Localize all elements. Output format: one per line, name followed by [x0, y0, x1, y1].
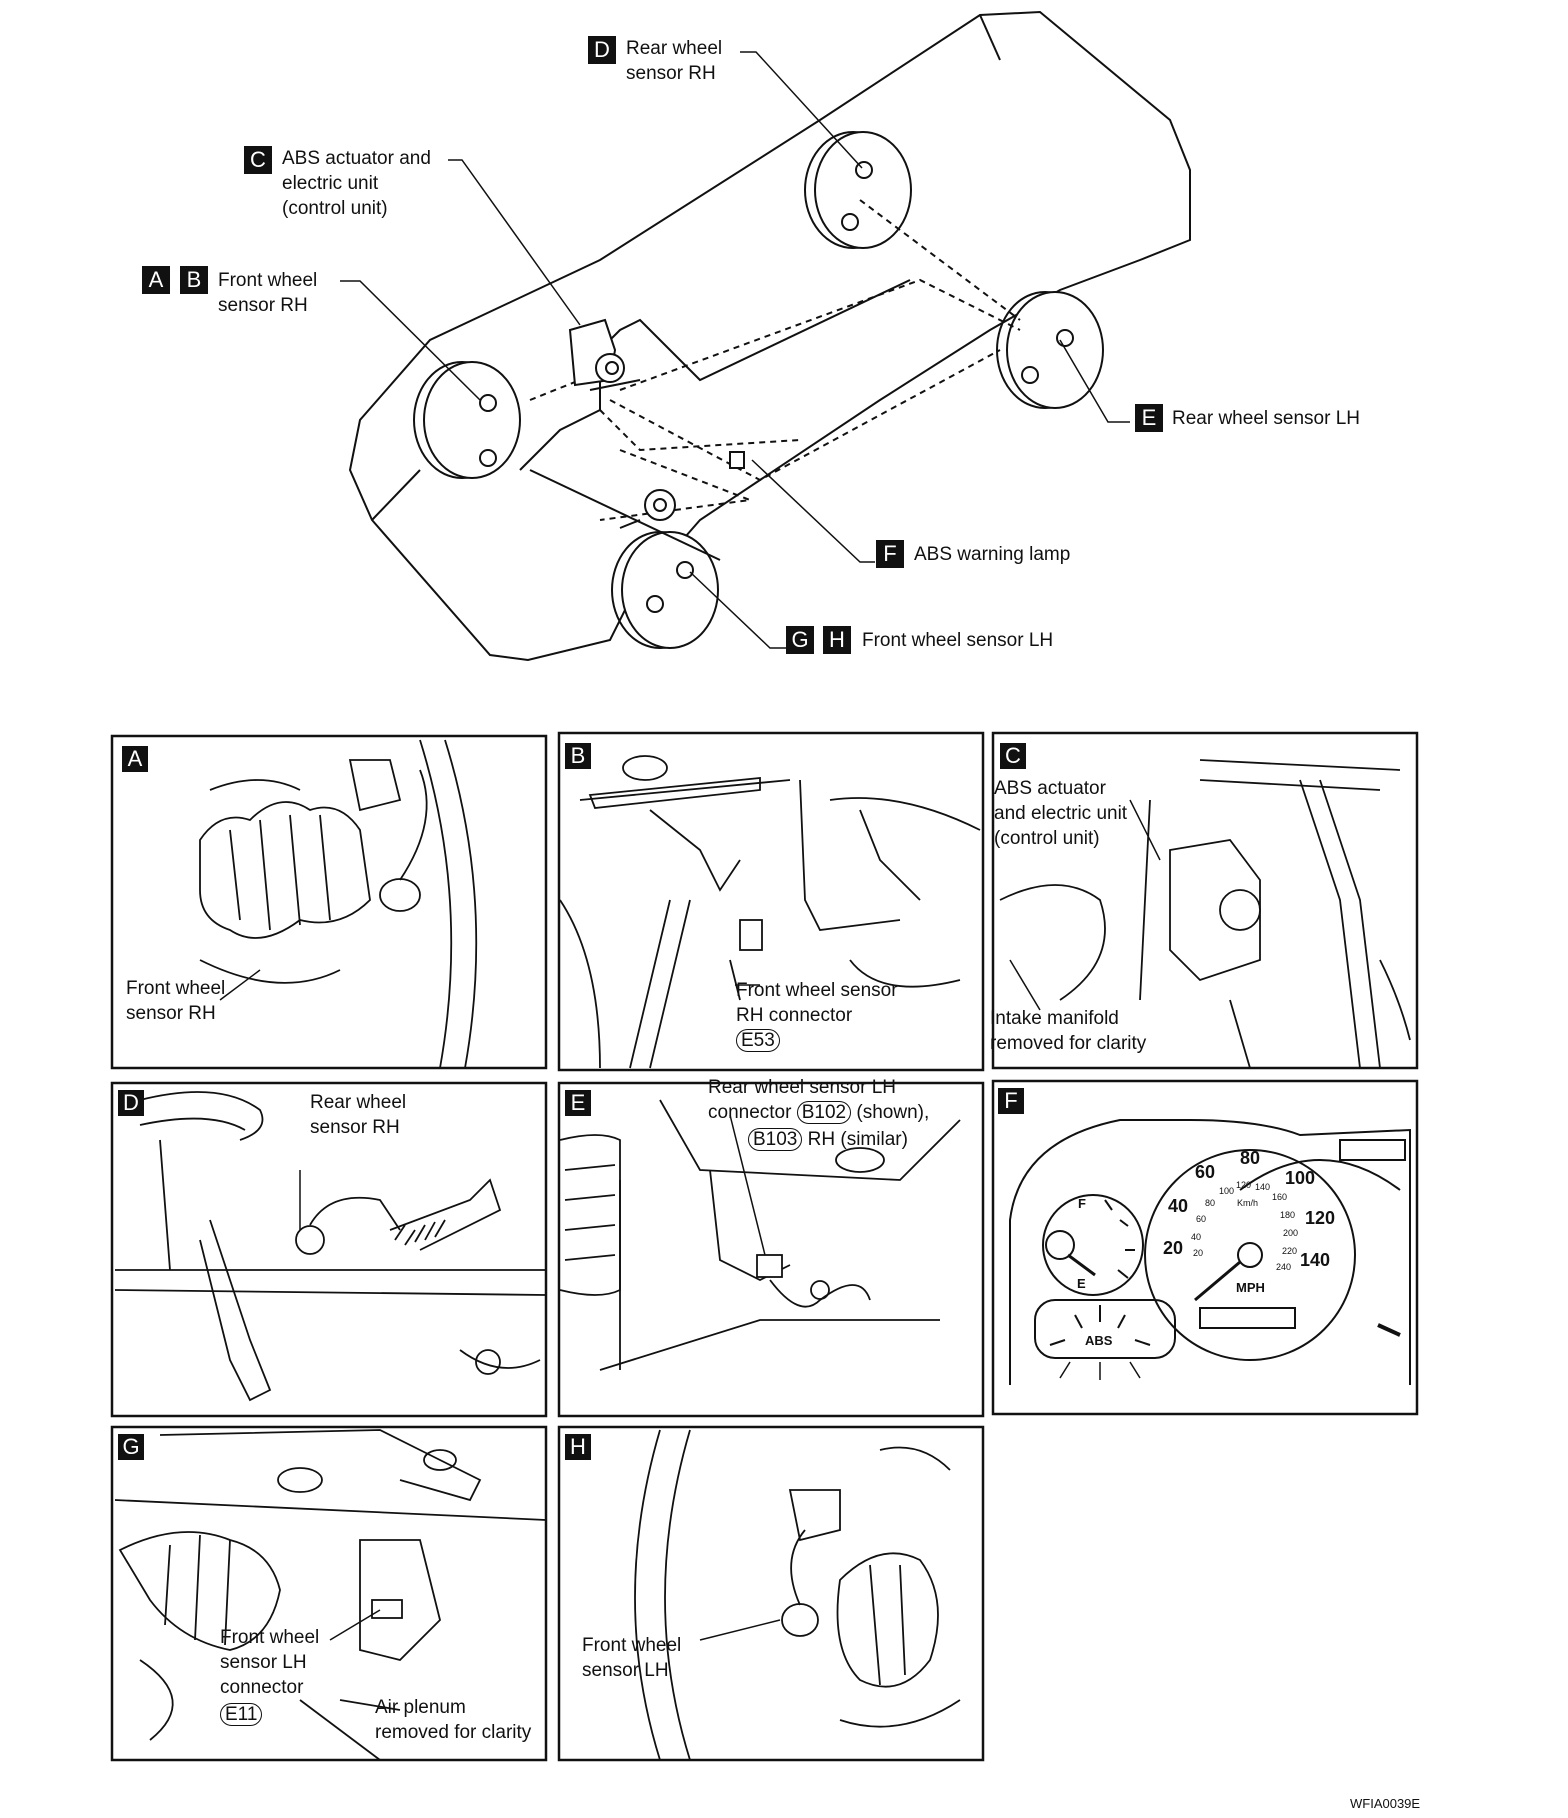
connector-b102-oval: B102	[796, 1101, 852, 1124]
mph-tick-40: 40	[1168, 1196, 1189, 1216]
kmh-tick-140: 140	[1255, 1182, 1271, 1192]
abs-actuator-unit	[568, 318, 625, 387]
panel-e-rh-similar: RH (similar)	[807, 1129, 908, 1150]
mph-tick-120: 120	[1305, 1208, 1336, 1228]
fuel-full-mark: F	[1078, 1196, 1086, 1211]
panel-e-badge: E	[565, 1090, 591, 1116]
figure-code: WFIA0039E	[1350, 1796, 1421, 1811]
panel-a-drawing	[199, 739, 478, 1069]
panel-b-label-line2: RH connector	[736, 1005, 853, 1026]
panel-e-shown: (shown),	[856, 1102, 930, 1123]
callout-label-gh: Front wheel sensor LH	[862, 630, 1054, 651]
panel-e-drawing	[559, 1099, 961, 1371]
panel-a-label: Front wheel sensor RH	[126, 978, 226, 1024]
mph-unit-label: MPH	[1236, 1280, 1265, 1295]
panel-a-badge: A	[122, 746, 148, 772]
callout-label-e: Rear wheel sensor LH	[1172, 408, 1360, 429]
kmh-tick-200: 200	[1283, 1228, 1299, 1238]
panel-b-drawing	[559, 755, 981, 1069]
callout-badge-f: F	[876, 540, 904, 568]
panel-g-plenum-label: Air plenum removed for clarity	[375, 1697, 532, 1743]
abs-wiring	[519, 199, 1021, 561]
callout-label-ab: Front wheel sensor RH	[218, 270, 318, 316]
mph-tick-60: 60	[1195, 1162, 1216, 1182]
panel-c-badge: C	[1000, 743, 1026, 769]
panel-c-label-bottom: Intake manifold removed for clarity	[990, 1008, 1147, 1054]
panel-f-badge: F	[998, 1088, 1024, 1114]
panel-d-badge: D	[118, 1090, 144, 1116]
mph-tick-20: 20	[1163, 1238, 1184, 1258]
callout-badge-c: C	[244, 146, 272, 174]
panel-h-badge: H	[565, 1434, 591, 1460]
connector-b103-oval: B103	[748, 1128, 803, 1151]
callout-label-c: ABS actuator and electric unit (control …	[282, 148, 431, 219]
panel-e-label-line3: B103 RH (similar)	[748, 1127, 908, 1152]
panel-d-drawing	[114, 1091, 547, 1402]
panel-frames	[110, 731, 1419, 1762]
panel-g-label-line2: sensor LH	[220, 1652, 307, 1673]
callout-badge-g: G	[786, 626, 814, 654]
abs-warning-lamp-marker	[729, 451, 745, 469]
callout-label-d: Rear wheel sensor RH	[626, 38, 723, 84]
kmh-tick-120: 120	[1236, 1180, 1252, 1190]
fuel-empty-mark: E	[1077, 1276, 1086, 1291]
mph-tick-100: 100	[1285, 1168, 1316, 1188]
panel-f-drawing	[1009, 1119, 1411, 1385]
connector-e11-oval: E11	[220, 1703, 263, 1726]
kmh-tick-240: 240	[1276, 1262, 1292, 1272]
kmh-tick-20: 20	[1193, 1248, 1204, 1258]
callout-label-f: ABS warning lamp	[914, 544, 1071, 565]
callout-badge-a: A	[142, 266, 170, 294]
kmh-tick-100: 100	[1219, 1186, 1235, 1196]
panel-g-label-line3: connector	[220, 1677, 304, 1698]
kmh-tick-60: 60	[1196, 1214, 1207, 1224]
panel-e-connector-word: connector	[708, 1102, 792, 1123]
panel-d-label: Rear wheel sensor RH	[310, 1092, 407, 1138]
mph-tick-80: 80	[1240, 1148, 1261, 1168]
callout-leaders	[340, 51, 1130, 649]
connector-e53-oval: E53	[736, 1029, 780, 1052]
panel-h-label: Front wheel sensor LH	[582, 1635, 682, 1681]
panel-g-label-line1: Front wheel	[220, 1627, 320, 1648]
kmh-tick-40: 40	[1191, 1232, 1202, 1242]
panel-g-connector-e11: E11	[220, 1702, 263, 1727]
panel-g-drawing	[114, 1429, 547, 1761]
callout-badge-e: E	[1135, 404, 1163, 432]
panel-b-connector-e53: E53	[736, 1028, 780, 1053]
panel-c-drawing	[999, 759, 1411, 1069]
kmh-tick-180: 180	[1280, 1210, 1296, 1220]
panel-g-badge: G	[118, 1434, 144, 1460]
kmh-unit-label: Km/h	[1237, 1198, 1259, 1208]
kmh-tick-160: 160	[1272, 1192, 1288, 1202]
panel-e-label-line2: connector B102 (shown),	[708, 1100, 929, 1125]
steering-column	[619, 489, 676, 529]
callout-badge-h: H	[823, 626, 851, 654]
mph-tick-140: 140	[1300, 1250, 1331, 1270]
panel-b-badge: B	[565, 743, 591, 769]
panel-e-label-line1: Rear wheel sensor LH	[708, 1077, 896, 1098]
kmh-tick-220: 220	[1282, 1246, 1298, 1256]
panel-b-label-line1: Front wheel sensor	[736, 980, 898, 1001]
kmh-tick-80: 80	[1205, 1198, 1216, 1208]
callout-badge-b: B	[180, 266, 208, 294]
panel-c-label-top: ABS actuator and electric unit (control …	[994, 778, 1128, 849]
abs-warning-lamp-label: ABS	[1085, 1333, 1113, 1348]
callout-badge-d: D	[588, 36, 616, 64]
panel-h-drawing	[634, 1429, 961, 1761]
